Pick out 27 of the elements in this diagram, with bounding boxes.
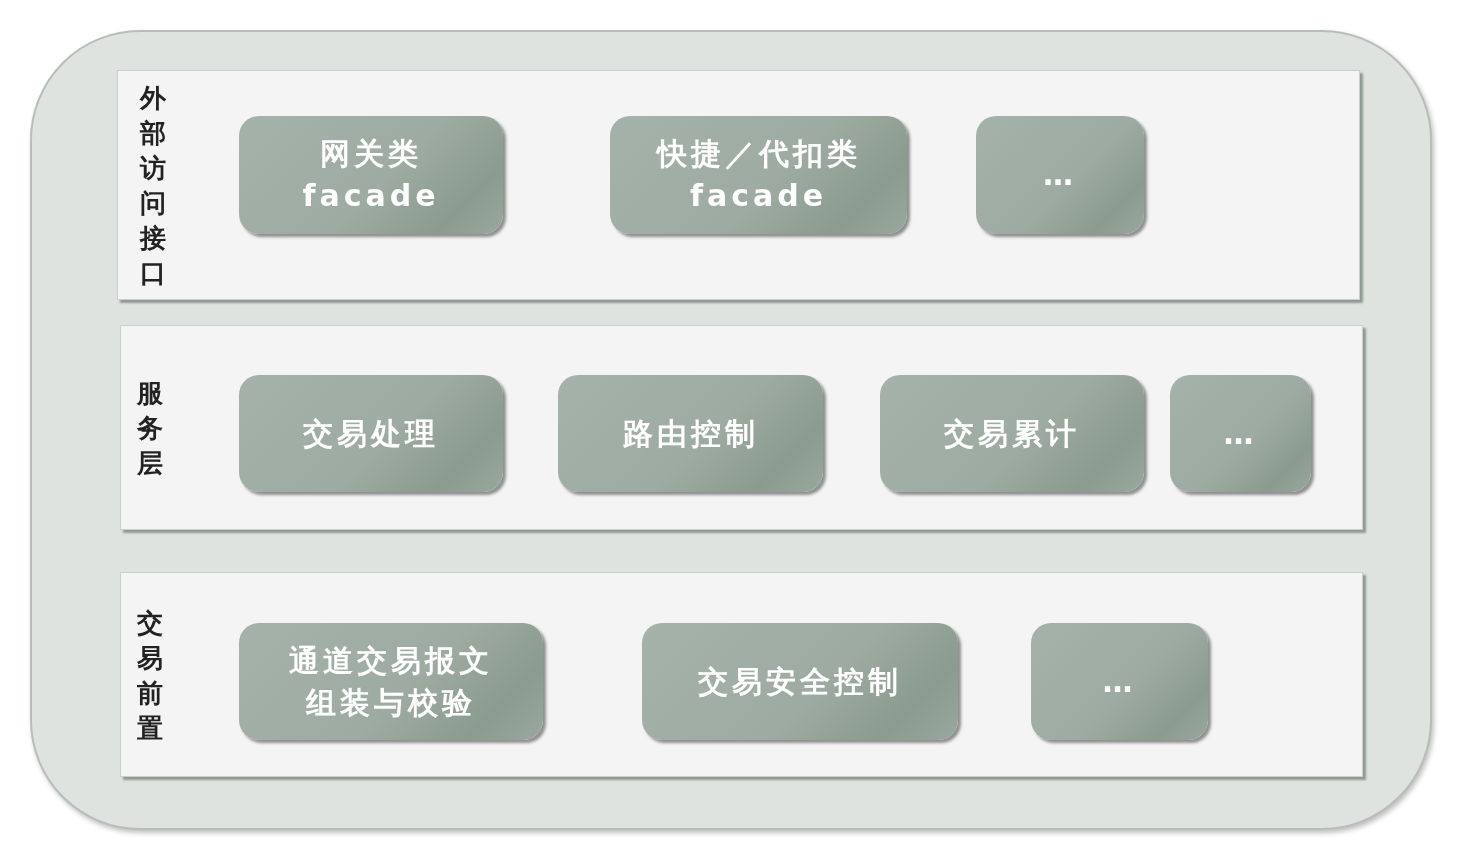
module-box xyxy=(610,116,907,234)
outer-frame xyxy=(30,30,1432,830)
module-label: … xyxy=(1043,156,1077,194)
module-box xyxy=(239,116,503,234)
module-box xyxy=(239,375,503,492)
layer-title: 外部访问接口 xyxy=(138,82,167,290)
layer-panel xyxy=(120,572,1363,777)
module-box xyxy=(1031,623,1208,740)
module-box xyxy=(558,375,823,492)
module-box xyxy=(1170,375,1311,492)
layer-panel xyxy=(120,325,1363,530)
module-label: 交易累计 xyxy=(944,414,1080,453)
layer-title: 服务层 xyxy=(135,377,164,480)
module-box xyxy=(976,116,1144,234)
module-label: 快捷／代扣类 facade xyxy=(654,135,862,215)
module-label: 网关类 facade xyxy=(301,135,441,215)
module-label: … xyxy=(1223,414,1258,453)
module-label: … xyxy=(1102,662,1137,701)
module-label: 通道交易报文组装与校验 xyxy=(288,641,494,722)
module-label: 交易安全控制 xyxy=(698,662,902,701)
module-label: 交易处理 xyxy=(303,414,439,453)
module-box xyxy=(880,375,1144,492)
module-label: 路由控制 xyxy=(622,414,759,453)
module-box xyxy=(239,623,543,740)
module-box xyxy=(642,623,958,740)
layer-title: 交易前置 xyxy=(136,607,164,745)
layer-panel xyxy=(117,70,1360,300)
